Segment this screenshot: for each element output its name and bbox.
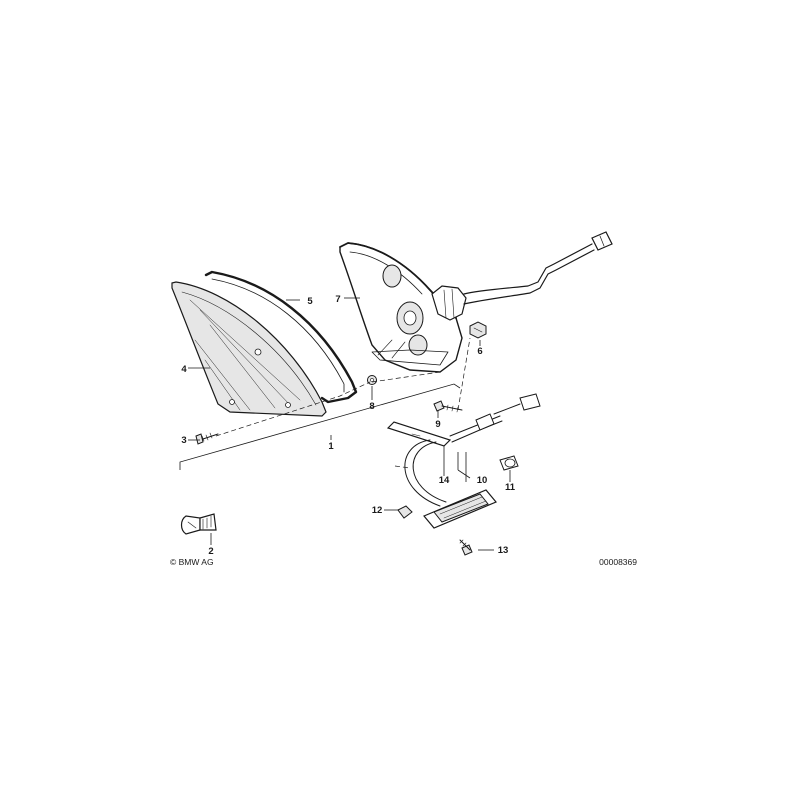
gasket-part-5 <box>204 270 358 404</box>
part-label-9: 9 <box>435 419 440 430</box>
part-label-12: 12 <box>372 505 383 516</box>
bulb-part-2 <box>180 513 217 535</box>
part-labels: 1 2 3 4 5 6 7 8 9 10 11 12 13 14 <box>181 294 515 557</box>
assembly-lines <box>215 337 471 469</box>
drawing-number: 00008369 <box>599 557 637 567</box>
part-label-11: 11 <box>505 482 516 493</box>
part-label-14: 14 <box>439 475 450 486</box>
group-bracket-part-1 <box>179 383 461 470</box>
part-label-5: 5 <box>307 296 313 307</box>
part-label-6: 6 <box>477 346 482 357</box>
nut-part-8 <box>367 375 377 385</box>
bulb-part-11 <box>499 455 519 471</box>
screw-part-9 <box>433 400 463 413</box>
part-label-3: 3 <box>181 435 186 446</box>
lens-part-4 <box>171 281 327 417</box>
part-label-8: 8 <box>369 401 374 412</box>
clip-part-6 <box>469 321 487 339</box>
bracket-part-14 <box>386 421 452 447</box>
part-label-2: 2 <box>208 546 213 557</box>
clip-part-12 <box>397 505 413 519</box>
screw-part-3 <box>195 432 219 445</box>
side-lamp-part-10 <box>404 393 541 529</box>
part-label-7: 7 <box>335 294 340 305</box>
screw-part-13 <box>459 539 473 556</box>
leader-lines <box>188 297 511 551</box>
cable-harness <box>431 231 613 321</box>
part-label-4: 4 <box>181 364 187 375</box>
housing-part-7 <box>339 242 463 373</box>
part-label-13: 13 <box>498 545 509 556</box>
part-label-10: 10 <box>477 475 488 486</box>
copyright-text: © BMW AG <box>170 557 214 567</box>
part-label-1: 1 <box>328 441 334 452</box>
